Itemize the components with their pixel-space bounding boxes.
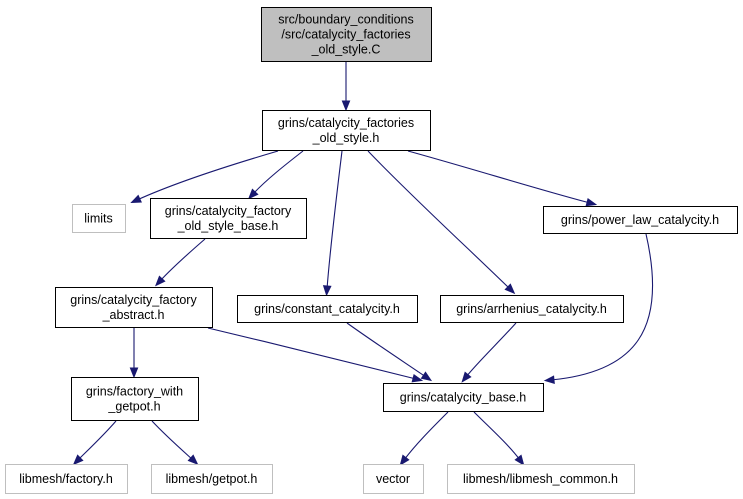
node-label: _getpot.h [107, 400, 160, 414]
node-box [151, 464, 273, 494]
edge-factory_abstract-to-catalycity_base [207, 327, 417, 380]
node-label: libmesh/factory.h [19, 472, 113, 486]
arrowhead-factories_h-to-power_law [585, 197, 598, 207]
node-factory-with-getpot[interactable]: grins/factory_with_getpot.h [71, 377, 199, 421]
node-vector: vector [363, 464, 424, 494]
node-limits: limits [72, 204, 126, 233]
node-constant[interactable]: grins/constant_catalycity.h [237, 295, 418, 323]
node-box [440, 295, 624, 323]
node-catalycity-base[interactable]: grins/catalycity_base.h [383, 383, 544, 412]
arrowhead-factory_abstract-to-factory_with_getpot [129, 367, 139, 379]
node-label: /src/catalycity_factories [281, 28, 410, 42]
graph-nodes: src/boundary_conditions/src/catalycity_f… [5, 7, 738, 494]
edge-factory_old_style_base-to-factory_abstract [159, 238, 206, 282]
node-factories-h[interactable]: grins/catalycity_factories_old_style.h [262, 110, 431, 151]
node-box [71, 377, 199, 421]
arrowhead-factory_with_getpot-to-libmesh_getpot [187, 454, 199, 465]
arrowhead-root-to-factories_h [341, 100, 351, 112]
edge-arrhenius-to-catalycity_base [465, 322, 517, 378]
edge-factories_h-to-constant [326, 150, 343, 290]
node-box [72, 204, 126, 233]
edge-factories_h-to-limits [136, 150, 279, 201]
arrowhead-factories_h-to-factory_old_style_base [248, 188, 259, 200]
node-label: limits [84, 212, 112, 226]
node-label: grins/catalycity_factory [70, 293, 197, 307]
node-libmesh-common: libmesh/libmesh_common.h [447, 464, 635, 494]
node-label: libmesh/getpot.h [166, 472, 258, 486]
node-label: libmesh/libmesh_common.h [463, 472, 618, 486]
arrowhead-factory_old_style_base-to-factory_abstract [155, 275, 166, 287]
node-box [237, 295, 418, 323]
arrowhead-factories_h-to-arrhenius [504, 283, 516, 295]
node-power-law[interactable]: grins/power_law_catalycity.h [543, 206, 738, 234]
node-libmesh-factory: libmesh/factory.h [5, 464, 128, 494]
edge-factories_h-to-arrhenius [367, 150, 511, 290]
node-box [5, 464, 128, 494]
node-box [55, 287, 213, 328]
arrowhead-catalycity_base-to-libmesh_common [514, 454, 525, 466]
edge-power_law-to-catalycity_base [550, 233, 654, 381]
node-box [383, 383, 544, 412]
edge-factories_h-to-power_law [407, 150, 591, 204]
node-label: _abstract.h [102, 308, 165, 322]
node-root[interactable]: src/boundary_conditions/src/catalycity_f… [261, 7, 432, 62]
node-label: vector [376, 472, 410, 486]
edge-constant-to-catalycity_base [346, 322, 427, 378]
arrowhead-factory_with_getpot-to-libmesh_factory [72, 454, 84, 466]
node-box [363, 464, 424, 494]
node-label: grins/catalycity_factories [278, 116, 414, 130]
node-factory-old-style-base[interactable]: grins/catalycity_factory_old_style_base.… [150, 198, 307, 239]
node-label: _old_style_base.h [177, 219, 279, 233]
node-label: _old_style.C [311, 43, 381, 57]
edge-catalycity_base-to-libmesh_common [473, 411, 521, 461]
node-box [447, 464, 635, 494]
arrowhead-constant-to-catalycity_base [420, 371, 433, 382]
node-label: grins/factory_with [86, 385, 183, 399]
arrowhead-power_law-to-catalycity_base [543, 375, 555, 384]
node-label: src/boundary_conditions [278, 13, 414, 27]
edge-factory_with_getpot-to-libmesh_factory [77, 420, 117, 461]
node-factory-abstract[interactable]: grins/catalycity_factory_abstract.h [55, 287, 213, 328]
arrowhead-arrhenius-to-catalycity_base [461, 371, 472, 383]
arrowhead-factories_h-to-constant [322, 285, 332, 297]
arrowhead-catalycity_base-to-vector [399, 454, 410, 466]
node-box [543, 206, 738, 234]
node-label: _old_style.h [312, 131, 380, 145]
node-libmesh-getpot: libmesh/getpot.h [151, 464, 273, 494]
node-label: grins/constant_catalycity.h [254, 302, 400, 316]
node-label: grins/power_law_catalycity.h [561, 213, 719, 227]
node-arrhenius[interactable]: grins/arrhenius_catalycity.h [440, 295, 624, 323]
node-box [262, 110, 431, 151]
edge-catalycity_base-to-vector [403, 411, 449, 461]
node-label: grins/catalycity_factory [165, 204, 292, 218]
edge-factories_h-to-factory_old_style_base [252, 150, 304, 195]
arrowhead-factories_h-to-limits [130, 194, 142, 204]
arrowhead-factory_abstract-to-catalycity_base [411, 373, 424, 383]
graph-edges [72, 61, 654, 466]
node-label: grins/catalycity_base.h [400, 391, 527, 405]
node-box [261, 7, 432, 62]
node-label: grins/arrhenius_catalycity.h [456, 302, 607, 316]
node-box [150, 198, 307, 239]
edge-factory_with_getpot-to-libmesh_getpot [151, 420, 194, 461]
